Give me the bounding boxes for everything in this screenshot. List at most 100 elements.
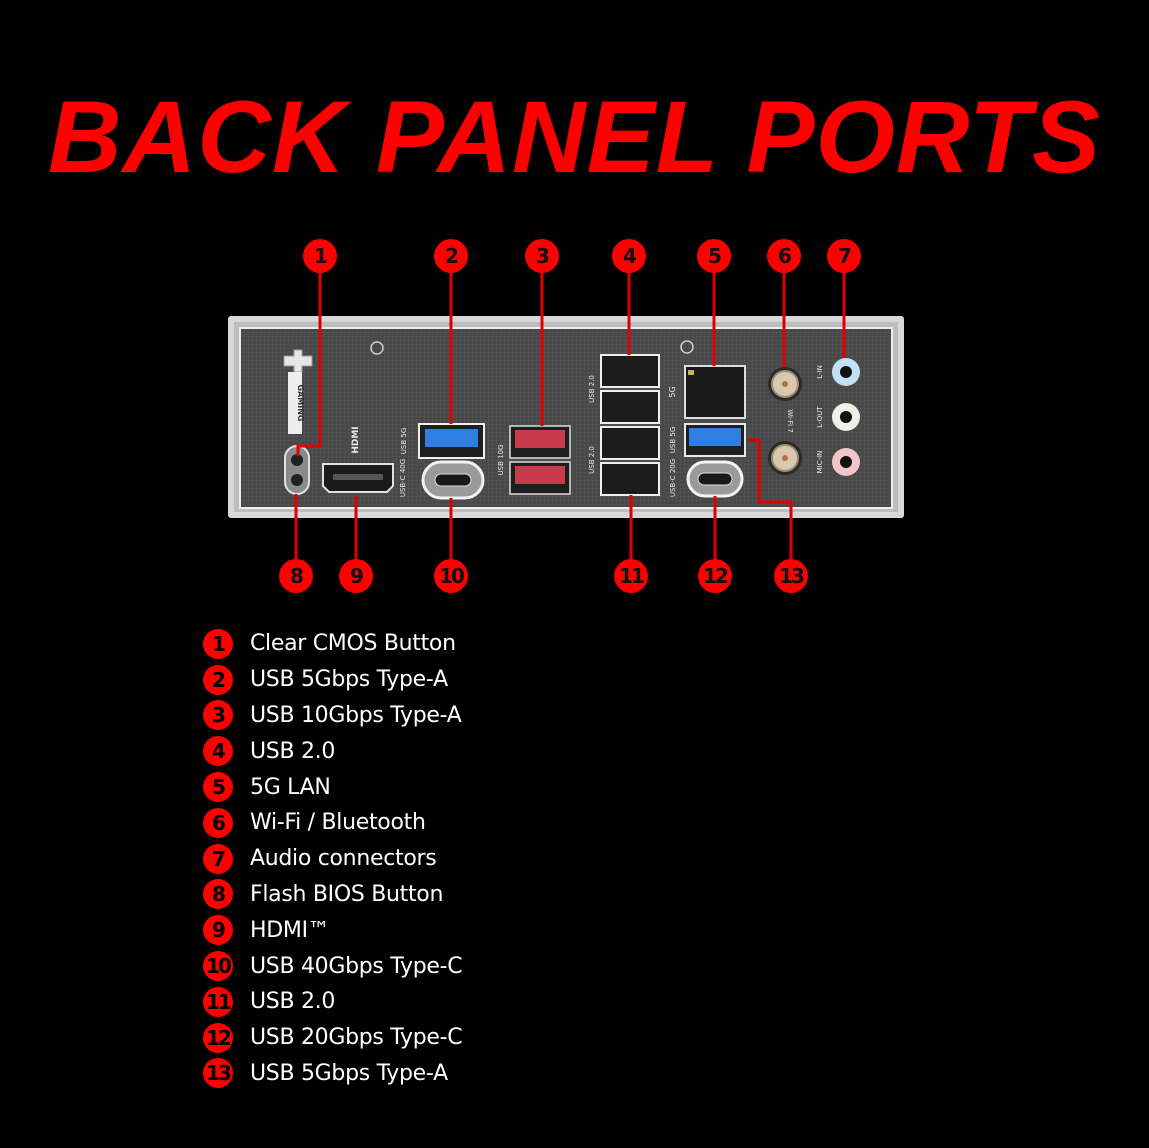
svg-text:5: 5: [708, 244, 721, 268]
callout-11: 11: [614, 559, 648, 593]
callout-8: 8: [279, 559, 313, 593]
screw-icon: [370, 341, 384, 355]
callout-6: 6: [767, 239, 801, 273]
svg-text:USB 2.0: USB 2.0: [588, 375, 596, 403]
svg-text:3: 3: [536, 244, 549, 268]
svg-text:L-OUT: L-OUT: [816, 406, 824, 428]
legend-label: USB 5Gbps Type-A: [250, 667, 448, 693]
callout-12: 12: [698, 559, 732, 593]
callout-4: 4: [612, 239, 646, 273]
usb-5g-port-2[interactable]: USB 5G: [669, 423, 746, 457]
svg-text:2: 2: [445, 244, 458, 268]
legend-number-badge: 5: [203, 772, 233, 803]
legend-number-badge: 4: [203, 736, 233, 767]
io-shield-diagram: GAMING HDMI USB 5G USB-C 40G USB 10G USB…: [228, 239, 904, 593]
legend-label: USB 5Gbps Type-A: [250, 1060, 448, 1086]
screw-icon: [680, 340, 694, 354]
legend-number-badge: 9: [203, 915, 233, 946]
usb-5g-port[interactable]: USB 5G: [400, 423, 485, 459]
callout-3: 3: [525, 239, 559, 273]
legend-label: USB 2.0: [250, 738, 336, 764]
legend-item: 8 Flash BIOS Button: [203, 877, 462, 913]
page-title: BACK PANEL PORTS: [47, 80, 1102, 194]
usb-c-20g-port[interactable]: USB-C 20G: [669, 459, 744, 498]
legend-label: HDMI™: [250, 917, 330, 943]
svg-text:L-IN: L-IN: [816, 365, 824, 379]
svg-text:Wi-Fi 7: Wi-Fi 7: [786, 409, 794, 432]
audio-jacks[interactable]: L-IN L-OUT MIC-IN: [816, 358, 860, 476]
svg-text:USB-C 40G: USB-C 40G: [399, 459, 407, 497]
svg-text:USB 10G: USB 10G: [497, 445, 505, 476]
legend-item: 2 USB 5Gbps Type-A: [203, 662, 462, 698]
legend-number-badge: 3: [203, 700, 233, 731]
callout-10: 10: [434, 559, 468, 593]
legend-number-badge: 2: [203, 664, 233, 695]
legend-label: Clear CMOS Button: [250, 631, 456, 657]
legend-item: 13 USB 5Gbps Type-A: [203, 1056, 462, 1092]
legend-item: 6 Wi-Fi / Bluetooth: [203, 805, 462, 841]
legend-label: USB 10Gbps Type-A: [250, 702, 462, 728]
svg-text:4: 4: [623, 244, 636, 268]
svg-text:13: 13: [779, 564, 804, 588]
legend-number-badge: 1: [203, 628, 233, 659]
svg-text:8: 8: [290, 564, 303, 588]
legend-label: USB 20Gbps Type-C: [250, 1025, 463, 1051]
legend-item: 5 5G LAN: [203, 769, 462, 805]
svg-text:1: 1: [314, 244, 327, 268]
legend-number-badge: 6: [203, 807, 233, 838]
legend-item: 11 USB 2.0: [203, 984, 462, 1020]
legend-item: 10 USB 40Gbps Type-C: [203, 948, 463, 984]
usb-20-ports-top[interactable]: USB 2.0: [588, 354, 660, 424]
callout-line-1: [296, 272, 322, 456]
svg-text:7: 7: [838, 244, 851, 268]
legend-number-badge: 7: [203, 843, 233, 874]
gaming-logo: GAMING: [283, 349, 313, 434]
wifi-antenna-connectors[interactable]: Wi-Fi 7: [768, 367, 802, 475]
callout-7: 7: [827, 239, 861, 273]
usb-c-40g-port[interactable]: USB-C 40G: [399, 459, 485, 500]
flash-bios-button[interactable]: [291, 474, 303, 486]
svg-text:USB 2.0: USB 2.0: [588, 446, 596, 474]
svg-text:6: 6: [778, 244, 791, 268]
callout-lines: [294, 272, 846, 562]
legend-label: Audio connectors: [250, 846, 437, 872]
svg-text:12: 12: [703, 564, 728, 588]
usb-10g-ports[interactable]: USB 10G: [497, 425, 571, 495]
legend-label: 5G LAN: [250, 774, 331, 800]
svg-text:GAMING: GAMING: [296, 385, 305, 422]
legend-number-badge: 11: [203, 986, 233, 1017]
legend-label: Wi-Fi / Bluetooth: [250, 810, 426, 836]
callout-2: 2: [434, 239, 468, 273]
callout-badges: 1 2 3 4 5 6 7 8 9 10 11 12 13: [279, 239, 861, 593]
callout-9: 9: [339, 559, 373, 593]
legend-item: 4 USB 2.0: [203, 733, 462, 769]
legend-label: Flash BIOS Button: [250, 881, 444, 907]
legend-item: 12 USB 20Gbps Type-C: [203, 1020, 463, 1056]
legend-number-badge: 13: [203, 1058, 233, 1089]
legend-item: 9 HDMI™: [203, 912, 462, 948]
callout-5: 5: [697, 239, 731, 273]
callout-13: 13: [774, 559, 808, 593]
hdmi-port[interactable]: HDMI: [322, 426, 394, 493]
clear-cmos-flash-bios-buttons[interactable]: [284, 445, 310, 495]
legend-number-badge: 12: [203, 1022, 233, 1053]
svg-text:USB-C 20G: USB-C 20G: [669, 459, 677, 497]
svg-text:USB 5G: USB 5G: [669, 427, 677, 453]
legend-item: 3 USB 10Gbps Type-A: [203, 698, 462, 734]
legend-label: USB 40Gbps Type-C: [250, 953, 463, 979]
svg-text:USB 5G: USB 5G: [400, 428, 408, 454]
svg-text:MIC-IN: MIC-IN: [816, 451, 824, 474]
clear-cmos-button[interactable]: [291, 454, 303, 466]
legend-item: 1 Clear CMOS Button: [203, 626, 462, 662]
svg-text:HDMI: HDMI: [351, 426, 361, 453]
legend-number-badge: 8: [203, 879, 233, 910]
legend-number-badge: 10: [203, 951, 233, 982]
callout-line-13: [748, 438, 793, 562]
legend-label: USB 2.0: [250, 989, 336, 1015]
svg-text:5G: 5G: [668, 386, 677, 397]
svg-text:10: 10: [439, 564, 464, 588]
callout-1: 1: [303, 239, 337, 273]
svg-text:9: 9: [350, 564, 363, 588]
legend-item: 7 Audio connectors: [203, 841, 462, 877]
